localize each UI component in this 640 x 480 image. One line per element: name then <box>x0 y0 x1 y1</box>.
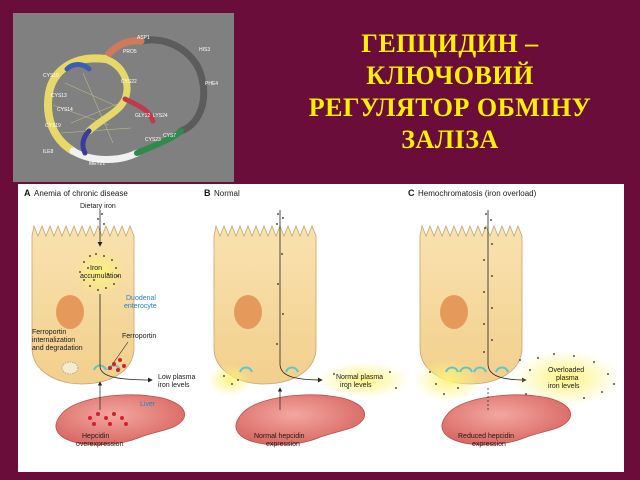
hepcidin-expression-label: Reduced hepcidin <box>458 433 514 440</box>
panel-c: C Hemochromatosis (iron overload) <box>408 188 620 448</box>
panel-b: B Normal Normal plasma <box>204 188 410 448</box>
panel-letter: C <box>408 188 415 198</box>
residue-label: ILE8 <box>43 149 54 155</box>
hepcidin-expression-label: expression <box>266 441 300 448</box>
panel-title: Normal <box>214 189 240 198</box>
liver-organ <box>441 394 571 446</box>
residue-label: CYS10 <box>43 73 59 79</box>
title-line: РЕГУЛЯТОР ОБМІНУ <box>308 93 592 122</box>
panel-letter: A <box>24 188 31 198</box>
hepcidin-expression-label: Normal hepcidin <box>254 433 305 440</box>
residue-label: MET21 <box>89 161 105 167</box>
nucleus <box>234 295 262 329</box>
residue-label: PRO5 <box>123 49 137 55</box>
hepcidin-molecules <box>108 358 126 372</box>
residue-label: CYS7 <box>163 133 176 139</box>
residue-label: PHE4 <box>205 81 218 87</box>
plasma-iron-label: iron levels <box>340 382 372 389</box>
plasma-iron-label: Low plasma <box>158 374 195 381</box>
plasma-iron-label: Normal plasma <box>336 374 383 381</box>
duodenal-enterocyte-label: Duodenal <box>126 295 156 302</box>
panel-letter: B <box>204 188 211 198</box>
panel-title: Hemochromatosis (iron overload) <box>418 189 537 198</box>
hepcidin-expression-label: Hepcidin <box>82 433 109 440</box>
residue-label: HIS3 <box>199 47 210 53</box>
residue-label: CYS19 <box>45 123 61 129</box>
residue-label: CYS13 <box>51 93 67 99</box>
ferroportin-degradation-label: internalization <box>32 337 75 344</box>
hepcidin-structure-image: ASP1 HIS3 PHE4 CYS7 CYS10 CYS13 CYS14 CY… <box>13 13 234 182</box>
plasma-iron-label: iron levels <box>158 382 190 389</box>
plasma-iron-label: plasma <box>556 375 579 382</box>
ferroportin-degradation-label: and degradation <box>32 345 83 352</box>
liver-organ <box>55 394 185 446</box>
plasma-iron-label: Overloaded <box>548 367 584 374</box>
plasma-iron-label: iron levels <box>548 383 580 390</box>
title-line: ЗАЛІЗА <box>401 125 499 154</box>
ferroportin-label: Ferroportin <box>122 333 156 340</box>
panel-title: Anemia of chronic disease <box>34 189 128 198</box>
residue-label: GLY12 <box>135 113 150 119</box>
enterocyte-cell <box>213 224 317 385</box>
panel-a: A Anemia of chronic disease Dietary iron… <box>24 188 195 448</box>
hepcidin-ribbon-icon: ASP1 HIS3 PHE4 CYS7 CYS10 CYS13 CYS14 CY… <box>13 13 234 182</box>
nucleus <box>440 295 468 329</box>
iron-accumulation-label: accumulation <box>80 273 121 280</box>
iron-dots <box>79 213 119 291</box>
dietary-iron-label: Dietary iron <box>80 203 116 210</box>
iron-regulation-figure: A Anemia of chronic disease Dietary iron… <box>18 184 624 472</box>
hepcidin-expression-label: overexpression <box>76 441 124 448</box>
iron-accumulation-label: Iron <box>90 265 102 272</box>
liver-label: Liver <box>140 401 156 408</box>
residue-label: LYS24 <box>153 113 168 119</box>
title-line: ГЕПЦИДИН – <box>361 29 539 58</box>
residue-label: ASP1 <box>137 35 150 41</box>
liver-organ <box>235 394 365 446</box>
nucleus <box>56 295 84 329</box>
slide-title: ГЕПЦИДИН – КЛЮЧОВИЙ РЕГУЛЯТОР ОБМІНУ ЗАЛ… <box>286 28 614 156</box>
residue-label: CYS14 <box>57 107 73 113</box>
title-line: КЛЮЧОВИЙ <box>366 61 534 90</box>
ferroportin-degradation-label: Ferroportin <box>32 329 66 336</box>
hepcidin-expression-label: expression <box>472 441 506 448</box>
residue-label: CYS22 <box>121 79 137 85</box>
duodenal-enterocyte-label: enterocyte <box>124 303 157 310</box>
iron-accumulation-halo <box>74 248 126 296</box>
residue-label: CYS23 <box>145 137 161 143</box>
